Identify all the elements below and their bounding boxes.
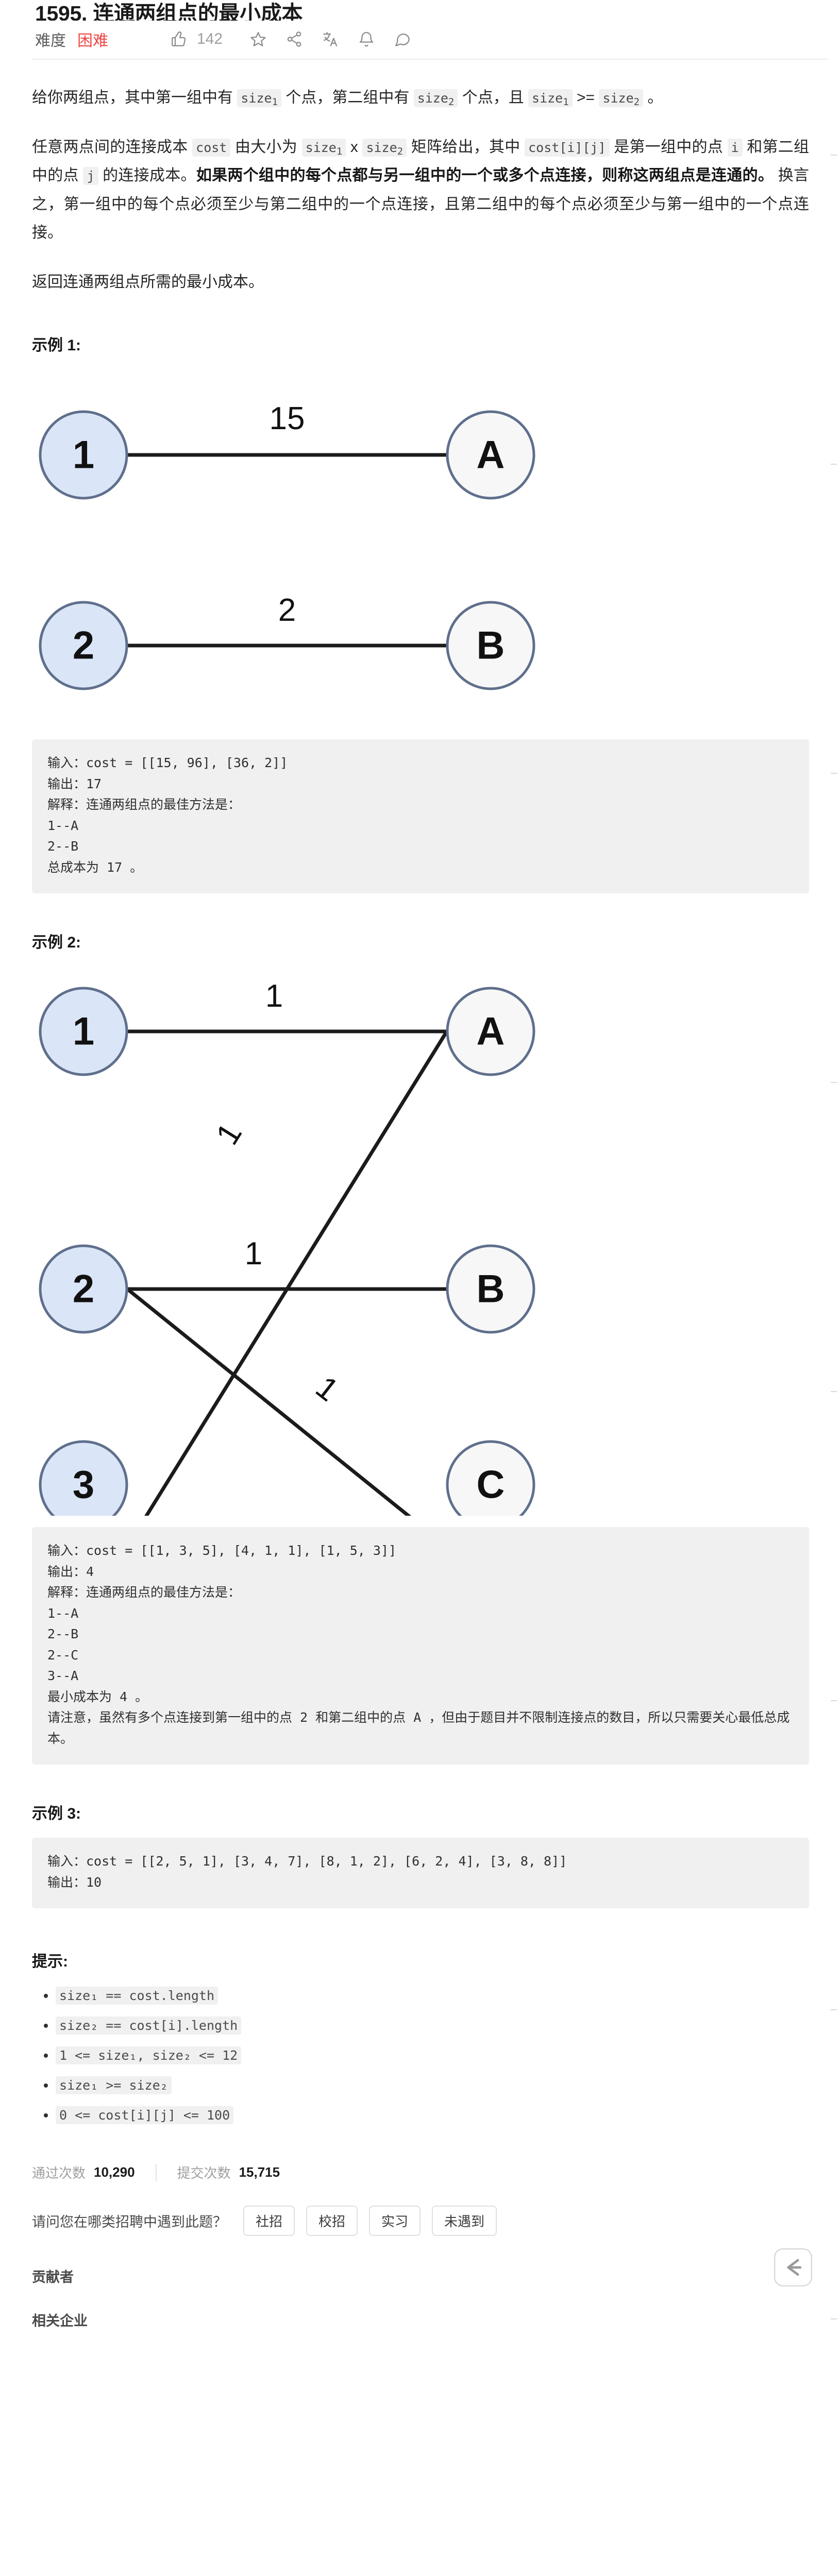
- text-fragment: 的连接成本。: [98, 167, 196, 184]
- comment-icon[interactable]: [394, 30, 411, 48]
- page-title: 1595. 连通两组点的最小成本: [35, 2, 303, 21]
- description-paragraph-1: 给你两组点，其中第一组中有 size1 个点，第二组中有 size2 个点，且 …: [32, 83, 809, 112]
- text-fragment: 。: [643, 89, 663, 106]
- svg-text:2: 2: [73, 1267, 94, 1311]
- problem-content: 给你两组点，其中第一组中有 size1 个点，第二组中有 size2 个点，且 …: [0, 83, 840, 2126]
- hint-code: size₁ >= size₂: [56, 2076, 172, 2094]
- text-fragment: 个点，第二组中有: [281, 89, 414, 106]
- svg-text:C: C: [477, 1463, 505, 1507]
- example-2-graph: 1 2 3 A B C 1 1 1 1: [32, 970, 809, 1516]
- hints-list: size₁ == cost.length size₂ == cost[i].le…: [32, 1985, 809, 2126]
- svg-text:2: 2: [278, 592, 296, 628]
- text-fragment: 换言之，第一组中的每个点必须至少与第二组中的一个点连接，且第二组中的每个点必须至…: [32, 167, 810, 241]
- survey-row: 请问您在哪类招聘中遇到此题？ 社招 校招 实习 未遇到: [0, 2182, 840, 2236]
- svg-text:1: 1: [309, 1369, 345, 1409]
- example-2-code: 输入：cost = [[1, 3, 5], [4, 1, 1], [1, 5, …: [32, 1527, 809, 1765]
- survey-option-shixi[interactable]: 实习: [369, 2206, 421, 2236]
- contributor-label: 贡献者: [32, 2269, 74, 2285]
- code-size2-c: size2: [362, 138, 407, 157]
- survey-option-weiyudao[interactable]: 未遇到: [432, 2206, 497, 2236]
- survey-option-shezhao[interactable]: 社招: [243, 2206, 295, 2236]
- svg-text:2: 2: [73, 624, 94, 668]
- example-1-title: 示例 1:: [32, 337, 81, 354]
- hint-code: size₂ == cost[i].length: [56, 2016, 242, 2035]
- code-size1: size1: [237, 89, 282, 108]
- code-size2-b: size2: [599, 89, 644, 108]
- stats-row: 通过次数 10,290 提交次数 15,715: [0, 2134, 840, 2182]
- share-icon[interactable]: [285, 30, 303, 48]
- description-paragraph-2: 任意两点间的连接成本 cost 由大小为 size1 x size2 矩阵给出，…: [32, 133, 809, 247]
- example-2-title: 示例 2:: [32, 934, 81, 951]
- hint-code: 0 <= cost[i][j] <= 100: [56, 2106, 234, 2124]
- text-fragment: 给你两组点，其中第一组中有: [32, 89, 238, 106]
- difficulty-label: 难度: [35, 32, 66, 49]
- code-size2: size2: [413, 89, 458, 108]
- svg-text:1: 1: [209, 1117, 249, 1151]
- hint-code: size₁ == cost.length: [56, 1987, 219, 2005]
- code-j: j: [83, 167, 98, 185]
- survey-question: 请问您在哪类招聘中遇到此题？: [32, 2214, 227, 2230]
- svg-text:1: 1: [245, 1236, 262, 1272]
- text-fragment: 矩阵给出，其中: [407, 138, 525, 156]
- example-1-code: 输入：cost = [[15, 96], [36, 2]] 输出：17 解释：连…: [32, 739, 809, 893]
- text-fragment: x: [346, 138, 363, 156]
- list-item: size₁ >= size₂: [56, 2074, 809, 2096]
- stats-divider: [155, 2163, 157, 2181]
- text-fragment: 是第一组中的点: [609, 138, 728, 156]
- text-fragment: >=: [572, 89, 599, 106]
- svg-text:3: 3: [73, 1463, 94, 1507]
- svg-text:B: B: [477, 624, 505, 668]
- text-fragment: 和第二组中的点: [32, 138, 810, 184]
- company-label: 相关企业: [32, 2313, 88, 2329]
- text-fragment: 任意两点间的连接成本: [32, 138, 193, 156]
- svg-text:A: A: [477, 433, 505, 477]
- page-title-row: 1595. 连通两组点的最小成本: [0, 0, 840, 21]
- problem-page: 1595. 连通两组点的最小成本 难度 困难 142: [0, 0, 840, 2330]
- list-item: size₁ == cost.length: [56, 1985, 809, 2006]
- like-count: 142: [197, 30, 223, 47]
- list-item: 0 <= cost[i][j] <= 100: [56, 2104, 809, 2126]
- accepted-label: 通过次数: [32, 2165, 86, 2181]
- hint-code: 1 <= size₁, size₂ <= 12: [56, 2046, 242, 2064]
- example-3-title: 示例 3:: [32, 1805, 81, 1822]
- svg-text:B: B: [477, 1267, 505, 1311]
- thumbs-up-icon[interactable]: [170, 30, 188, 48]
- svg-text:1: 1: [73, 433, 94, 477]
- example-3-code: 输入：cost = [[2, 5, 1], [3, 4, 7], [8, 1, …: [32, 1838, 809, 1908]
- svg-text:1: 1: [73, 1010, 94, 1054]
- bell-icon[interactable]: [358, 30, 375, 48]
- code-cost-ij: cost[i][j]: [525, 138, 610, 157]
- survey-option-xiaozhao[interactable]: 校招: [306, 2206, 358, 2236]
- translate-icon[interactable]: [322, 30, 339, 48]
- code-size1-b: size1: [528, 89, 573, 108]
- text-fragment: 个点，且: [458, 89, 529, 106]
- accepted-value: 10,290: [94, 2164, 135, 2180]
- hints-title: 提示:: [32, 1953, 68, 1970]
- svg-text:15: 15: [270, 401, 305, 436]
- difficulty-badge: 困难: [77, 32, 108, 49]
- submissions-label: 提交次数: [177, 2165, 231, 2181]
- example-1-graph: 1 A 15 2 B 2: [32, 372, 809, 728]
- submissions-value: 15,715: [239, 2164, 280, 2180]
- meta-row: 难度 困难 142: [0, 21, 840, 59]
- header-divider: [32, 59, 828, 60]
- code-size1-c: size1: [301, 138, 346, 157]
- svg-text:1: 1: [265, 978, 283, 1014]
- star-icon[interactable]: [249, 30, 267, 48]
- code-cost: cost: [192, 138, 231, 157]
- leetcode-logo-icon: [774, 2248, 812, 2286]
- text-fragment: 由大小为: [230, 138, 302, 156]
- list-item: size₂ == cost[i].length: [56, 2014, 809, 2036]
- svg-text:A: A: [477, 1010, 505, 1054]
- description-paragraph-3: 返回连通两组点所需的最小成本。: [32, 273, 264, 291]
- list-item: 1 <= size₁, size₂ <= 12: [56, 2044, 809, 2066]
- connected-definition: 如果两个组中的每个点都与另一组中的一个或多个点连接，则称这两组点是连通的。: [196, 167, 774, 184]
- code-i: i: [727, 138, 743, 157]
